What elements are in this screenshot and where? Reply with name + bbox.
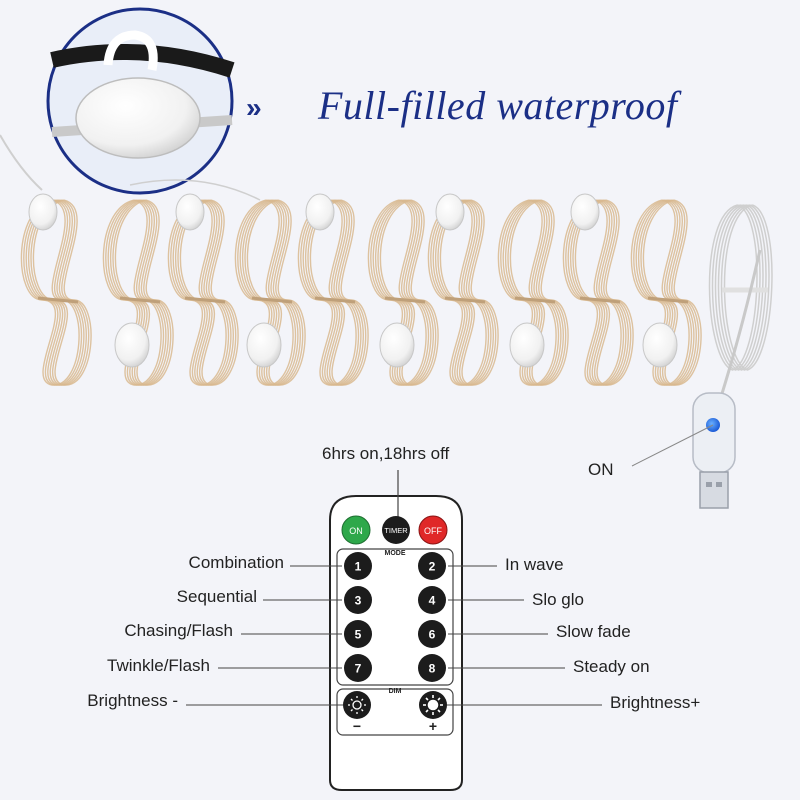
light-coil xyxy=(630,199,702,386)
mode-key-6[interactable]: 6 xyxy=(418,620,446,648)
bulb-clip-icon xyxy=(570,193,600,231)
bulb-clip-icon xyxy=(642,322,678,368)
bulb-clip-icon xyxy=(28,193,58,231)
label-chasing-flash: Chasing/Flash xyxy=(124,621,233,640)
chevron-right-icon: ›› xyxy=(246,92,262,123)
lead-wire-bundle xyxy=(708,204,773,371)
svg-text:ON: ON xyxy=(349,526,363,536)
light-coil xyxy=(367,199,439,386)
mode-key-label: 6 xyxy=(429,628,436,642)
zoom-bubble xyxy=(46,7,235,195)
timer-button[interactable]: TIMER xyxy=(382,516,410,544)
bulb-clip-icon xyxy=(509,322,545,368)
label-brightness-minus: Brightness - xyxy=(87,691,178,710)
label-sequential: Sequential xyxy=(176,587,257,606)
bulb-clip-icon xyxy=(246,322,282,368)
mode-key-7[interactable]: 7 xyxy=(344,654,372,682)
timer-callout: 6hrs on,18hrs off xyxy=(322,444,450,463)
light-coil xyxy=(234,199,306,386)
bulb-clip-icon xyxy=(435,193,465,231)
svg-text:−: − xyxy=(353,718,361,734)
usb-controller xyxy=(631,249,762,509)
bulb-clip-icon xyxy=(305,193,335,231)
bulb-clip-icon xyxy=(379,322,415,368)
light-coil xyxy=(102,199,174,386)
label-brightness-plus: Brightness+ xyxy=(610,693,701,712)
mode-key-4[interactable]: 4 xyxy=(418,586,446,614)
mode-key-label: 2 xyxy=(429,560,436,574)
sun-small-icon xyxy=(348,696,366,714)
light-coil xyxy=(297,193,369,386)
mode-key-2[interactable]: 2 xyxy=(418,552,446,580)
mode-key-5[interactable]: 5 xyxy=(344,620,372,648)
mode-key-8[interactable]: 8 xyxy=(418,654,446,682)
mode-key-1[interactable]: 1 xyxy=(344,552,372,580)
coil-row xyxy=(0,134,773,386)
mode-key-label: 8 xyxy=(429,662,436,676)
label-slo-glo: Slo glo xyxy=(532,590,584,609)
headline: Full-filled waterproof xyxy=(318,83,678,128)
mode-key-label: 1 xyxy=(355,560,362,574)
mode-key-label: 7 xyxy=(355,662,362,676)
label-steady-on: Steady on xyxy=(573,657,650,676)
brightness-down-button[interactable]: − xyxy=(343,691,371,734)
bulb-clip-icon xyxy=(175,193,205,231)
mode-key-label: 5 xyxy=(355,628,362,642)
mode-header: MODE xyxy=(385,550,406,557)
light-coil xyxy=(20,193,92,386)
mode-key-label: 3 xyxy=(355,594,362,608)
dim-header: DIM xyxy=(389,688,402,695)
light-coil xyxy=(167,193,239,386)
on-button[interactable]: ON xyxy=(341,515,371,545)
label-in-wave: In wave xyxy=(505,555,564,574)
brightness-up-button[interactable]: + xyxy=(419,691,447,734)
label-combination: Combination xyxy=(188,553,284,572)
off-button[interactable]: OFF xyxy=(418,515,448,545)
usb-on-label: ON xyxy=(588,460,614,479)
light-coil xyxy=(562,193,634,386)
mode-key-3[interactable]: 3 xyxy=(344,586,372,614)
leader-lines xyxy=(186,565,602,706)
light-coil xyxy=(427,193,499,386)
svg-text:TIMER: TIMER xyxy=(384,526,408,535)
label-slow-fade: Slow fade xyxy=(556,622,631,641)
light-coil xyxy=(497,199,569,386)
svg-text:OFF: OFF xyxy=(424,526,442,536)
sun-large-icon xyxy=(423,695,443,715)
label-twinkle-flash: Twinkle/Flash xyxy=(107,656,210,675)
bulb-clip-icon xyxy=(114,322,150,368)
svg-text:+: + xyxy=(429,718,437,734)
mode-key-label: 4 xyxy=(429,594,436,608)
